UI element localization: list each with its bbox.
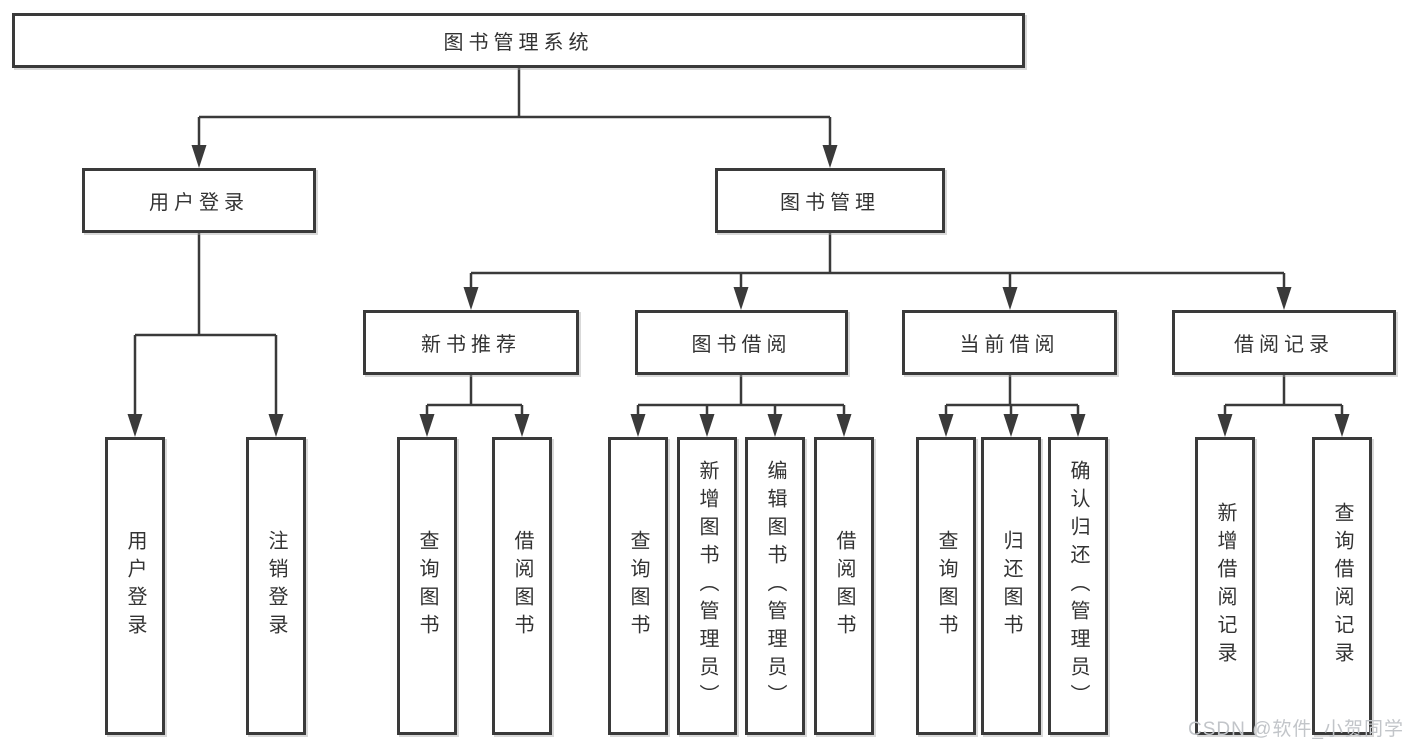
leaf-query-books-recommend: 查询图书	[397, 437, 457, 735]
node-book-management-label: 图书管理	[780, 192, 880, 214]
node-root-library-system: 图书管理系统	[12, 13, 1025, 68]
leaf-user-login: 用户登录	[105, 437, 165, 735]
leaf-borrow-books: 借阅图书	[814, 437, 874, 735]
node-new-book-recommend-label: 新书推荐	[421, 334, 521, 356]
leaf-add-book-admin: 新增图书（管理员）	[677, 437, 737, 735]
node-book-borrowing-label: 图书借阅	[691, 334, 792, 356]
leaf-edit-book-admin: 编辑图书（管理员）	[745, 437, 805, 735]
node-book-borrowing: 图书借阅	[635, 310, 848, 375]
node-user-login: 用户登录	[82, 168, 316, 233]
leaf-borrow-books-recommend: 借阅图书	[492, 437, 552, 735]
leaf-return-book: 归还图书	[981, 437, 1041, 735]
node-current-borrowing: 当前借阅	[902, 310, 1117, 375]
node-root-label: 图书管理系统	[443, 32, 594, 54]
node-current-borrowing-label: 当前借阅	[959, 334, 1060, 356]
node-book-management: 图书管理	[715, 168, 945, 233]
node-new-book-recommend: 新书推荐	[363, 310, 579, 375]
leaf-query-books-borrowing: 查询图书	[608, 437, 668, 735]
node-user-login-label: 用户登录	[149, 192, 249, 214]
leaf-query-books-current: 查询图书	[916, 437, 976, 735]
leaf-add-borrow-record: 新增借阅记录	[1195, 437, 1255, 735]
node-borrow-records: 借阅记录	[1172, 310, 1396, 375]
leaf-confirm-return-admin: 确认归还（管理员）	[1048, 437, 1108, 735]
csdn-watermark: CSDN @软件_小贺同学	[1188, 719, 1404, 740]
node-borrow-records-label: 借阅记录	[1234, 334, 1334, 356]
leaf-logout: 注销登录	[246, 437, 306, 735]
leaf-query-borrow-record: 查询借阅记录	[1312, 437, 1372, 735]
